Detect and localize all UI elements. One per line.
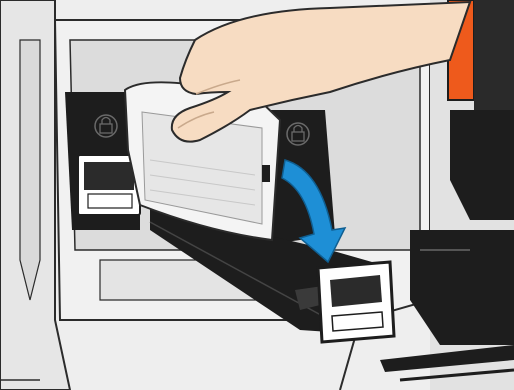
- tray-handle: [318, 262, 394, 342]
